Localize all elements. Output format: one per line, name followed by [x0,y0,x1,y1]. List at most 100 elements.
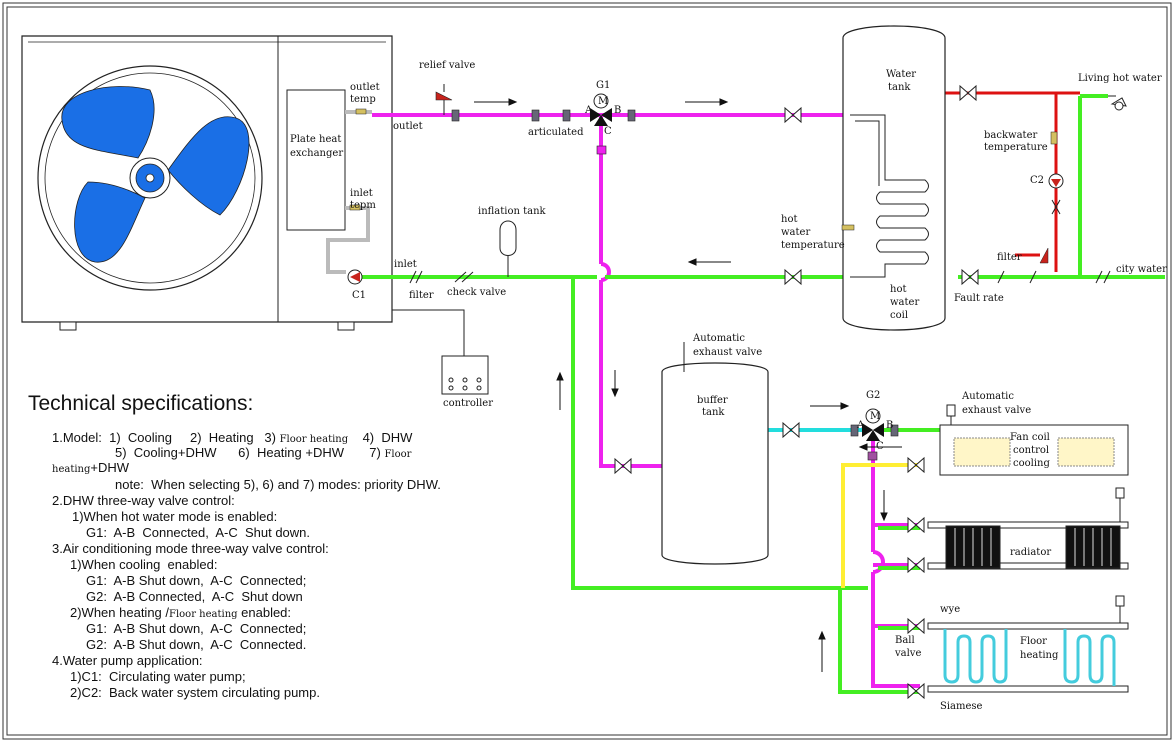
spec-model-line2a: 5) Cooling+DHW 6) Heating +DHW 7) [115,445,385,460]
floor-loop-left [943,629,1008,684]
wye-label: wye [940,604,960,615]
g1-port-c: C [604,126,612,137]
plate-heat-label-2: exchanger [290,148,343,159]
spec-model-dhw: 4) DHW [348,430,413,445]
plate-heat-exchanger [286,89,346,231]
water-tank-label-2: tank [888,82,911,93]
inflation-tank [499,220,517,256]
hot-water-temp-label-1: hot [781,214,797,225]
fan-blade-1 [61,86,155,159]
shower-head-icon [1108,95,1127,111]
outlet-label: outlet [393,121,423,132]
ball-valve-label-2: valve [894,648,921,659]
valves [614,84,979,700]
plate-heat-label-1: Plate heat [290,134,341,145]
g2-port-a: A [856,420,865,431]
buffer-exhaust-label-1: Automatic [692,333,745,344]
controller [441,355,489,395]
fan-coil-label: Fan coil [1010,432,1050,443]
hot-water-coil-label-3: coil [890,310,908,321]
g2-port-b: B [886,420,893,431]
g2-label: G2 [866,390,880,401]
city-water-label: city water [1116,264,1167,275]
spec-dhw-g1: G1: A-B Connected, A-C Shut down. [86,525,311,540]
backwater-temp-label-1: backwater [984,130,1037,141]
backwater-temp-label-2: temperature [984,142,1048,153]
controller-label: controller [443,398,493,409]
hot-water-coil-label-2: water [890,297,919,308]
buffer-tank [661,362,769,565]
radiator-label: radiator [1010,547,1051,558]
ball-valve-label-1: Ball [895,635,915,646]
spec-model-prefix: 1.Model: 1) Cooling 2) Heating 3) [52,430,280,445]
fault-rate-label: Fault rate [954,293,1004,304]
inflation-tank-label: inflation tank [478,206,547,217]
fan-cooling-label: cooling [1013,458,1050,469]
spec-ac-title: 3.Air conditioning mode three-way valve … [52,541,329,556]
siamese-label: Siamese [940,701,983,712]
relief-valve [435,91,453,101]
yellow-line [841,463,920,588]
relief-valve-label: relief valve [419,60,475,71]
fan-exhaust-label-2: exhaust valve [962,405,1031,416]
flow-arrows [474,98,902,672]
spec-model-floor1: Floor heating [279,434,349,445]
water-tank [842,25,946,331]
spec-heat-when-b: enabled: [237,605,292,620]
inlet-label: inlet [394,259,417,270]
hot-water-coil-label-1: hot [890,284,906,295]
living-hot-water-label: Living hot water [1078,73,1162,84]
buffer-tank-label-1: buffer [697,395,728,406]
spec-heat-when-a: 2)When heating / [70,605,170,620]
spec-title: Technical specifications: [28,392,254,415]
spec-model-line3-text: +DHW [90,460,130,475]
heat-pump-unit [21,35,393,331]
water-tank-label-1: Water [886,69,916,80]
g1-label: G1 [596,80,610,91]
hot-water-temp-label-2: water [781,227,810,238]
fan-exhaust-label-1: Automatic [961,391,1014,402]
floor-heating-label-2: heating [1020,650,1059,661]
fan-blade-3 [74,181,146,263]
spec-model-line3-small: heating [52,464,91,475]
g1-port-a: A [584,105,593,116]
spec-dhw-title: 2.DHW three-way valve control: [52,493,235,508]
articulated-label: articulated [528,127,584,138]
spec-pump-title: 4.Water pump application: [52,653,203,668]
hot-water-temp-label-3: temperature [781,240,845,251]
spec-dhw-when: 1)When hot water mode is enabled: [72,509,278,524]
inner-frame [6,6,1168,736]
spec-cool-g2: G2: A-B Connected, A-C Shut down [86,589,303,604]
hot-water-coil [850,114,929,278]
c1-label: C1 [352,290,366,301]
spec-heat-when-small: Floor heating [169,609,238,620]
spec-pump-c2: 2)C2: Back water system circulating pump… [70,685,320,700]
filter2-label: filter [997,252,1022,263]
spec-note: note: When selecting 5), 6) and 7) modes… [115,477,441,492]
spec-cool-g1: G1: A-B Shut down, A-C Connected; [86,573,307,588]
fan-blade-2 [167,116,250,216]
outlet-temp-label-2: temp [350,94,376,105]
spec-pump-c1: 1)C1: Circulating water pump; [70,669,246,684]
g2-three-way-valve [862,408,884,441]
buffer-tank-label-2: tank [702,407,725,418]
spec-heat-g1: G1: A-B Shut down, A-C Connected; [86,621,307,636]
outlet-temp-label-1: outlet [350,82,380,93]
spec-cool-when: 1)When cooling enabled: [70,557,218,572]
spec-heat-when: 2)When heating /Floor heating enabled: [70,605,291,622]
g1-motor: M [598,96,608,107]
check-valve-label: check valve [447,287,506,298]
filter1-label: filter [409,290,434,301]
spec-model-line3: heating+DHW [52,460,129,477]
buffer-exhaust-label-2: exhaust valve [693,347,762,358]
spec-model-line1: 1.Model: 1) Cooling 2) Heating 3) Floor … [52,430,412,447]
spec-model-floor2: Floor [384,449,412,460]
g1-three-way-valve [590,93,612,126]
fan-control-label: control [1013,445,1049,456]
inlet-temp-label-2: tepm [350,200,376,211]
inlet-temp-label-1: inlet [350,188,373,199]
floor-loop-right [1063,629,1116,686]
g2-motor: M [870,411,880,422]
